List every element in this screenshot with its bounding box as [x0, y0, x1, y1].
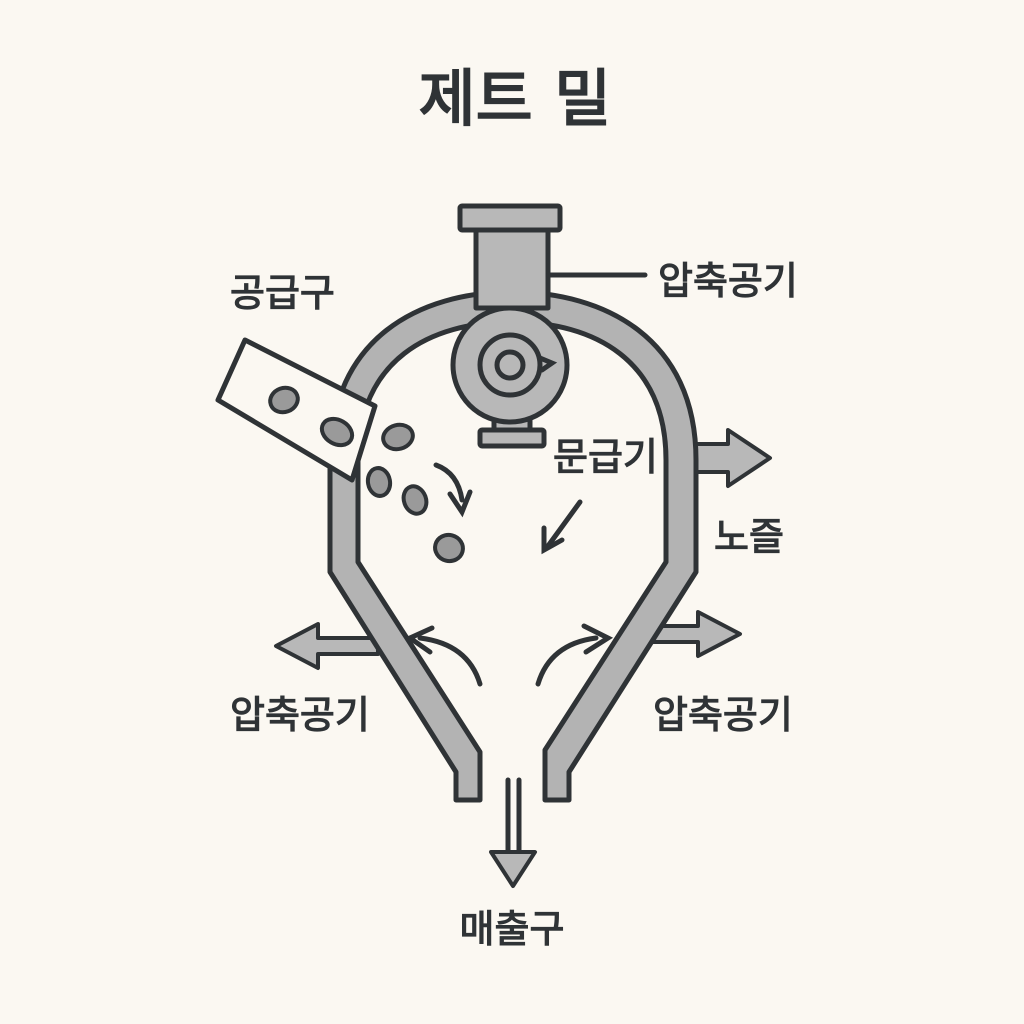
- discharge-label: 매출구: [460, 907, 565, 951]
- right-compressed-air-label: 압축공기: [653, 693, 793, 737]
- discharge-arrow: [489, 777, 537, 888]
- feed-chute: [215, 337, 378, 483]
- feed-inlet-label: 공급구: [230, 271, 335, 315]
- flow-arrows: [404, 462, 614, 687]
- particle: [433, 532, 465, 564]
- top-compressed-air-label: 압축공기: [658, 259, 798, 303]
- right-swirl-arrow: [535, 635, 599, 687]
- distributor-flow-arrowhead: [541, 525, 565, 555]
- left-compressed-air-label: 압축공기: [230, 693, 370, 737]
- right-swirl-arrowhead: [581, 623, 614, 655]
- particle: [319, 416, 355, 448]
- chamber-shell: [327, 289, 699, 803]
- left-swirl-arrow: [417, 635, 483, 687]
- particle-flow-arrow: [433, 462, 465, 503]
- distributor-rotation-icon: [537, 355, 558, 373]
- particle: [381, 422, 415, 452]
- distributor-hub: [494, 349, 526, 381]
- top-air-neck: [473, 225, 551, 311]
- distributor-flange: [477, 427, 547, 449]
- left-swirl-arrowhead: [404, 625, 435, 655]
- distributor-label: 문급기: [553, 435, 658, 479]
- exhaust-arrow: [686, 428, 772, 488]
- top-air-flange: [457, 203, 563, 233]
- air-arrow-left: [274, 622, 380, 670]
- particle: [365, 466, 393, 498]
- exhaust-label: 노즐: [714, 515, 784, 559]
- particles: [268, 385, 465, 564]
- air-arrow-right: [648, 610, 742, 658]
- distributor-flow-arrow: [545, 499, 583, 549]
- particle: [401, 484, 429, 516]
- diagram-title: 제트 밀: [419, 62, 612, 135]
- particle: [268, 385, 300, 415]
- particle-flow-arrowhead: [447, 489, 473, 518]
